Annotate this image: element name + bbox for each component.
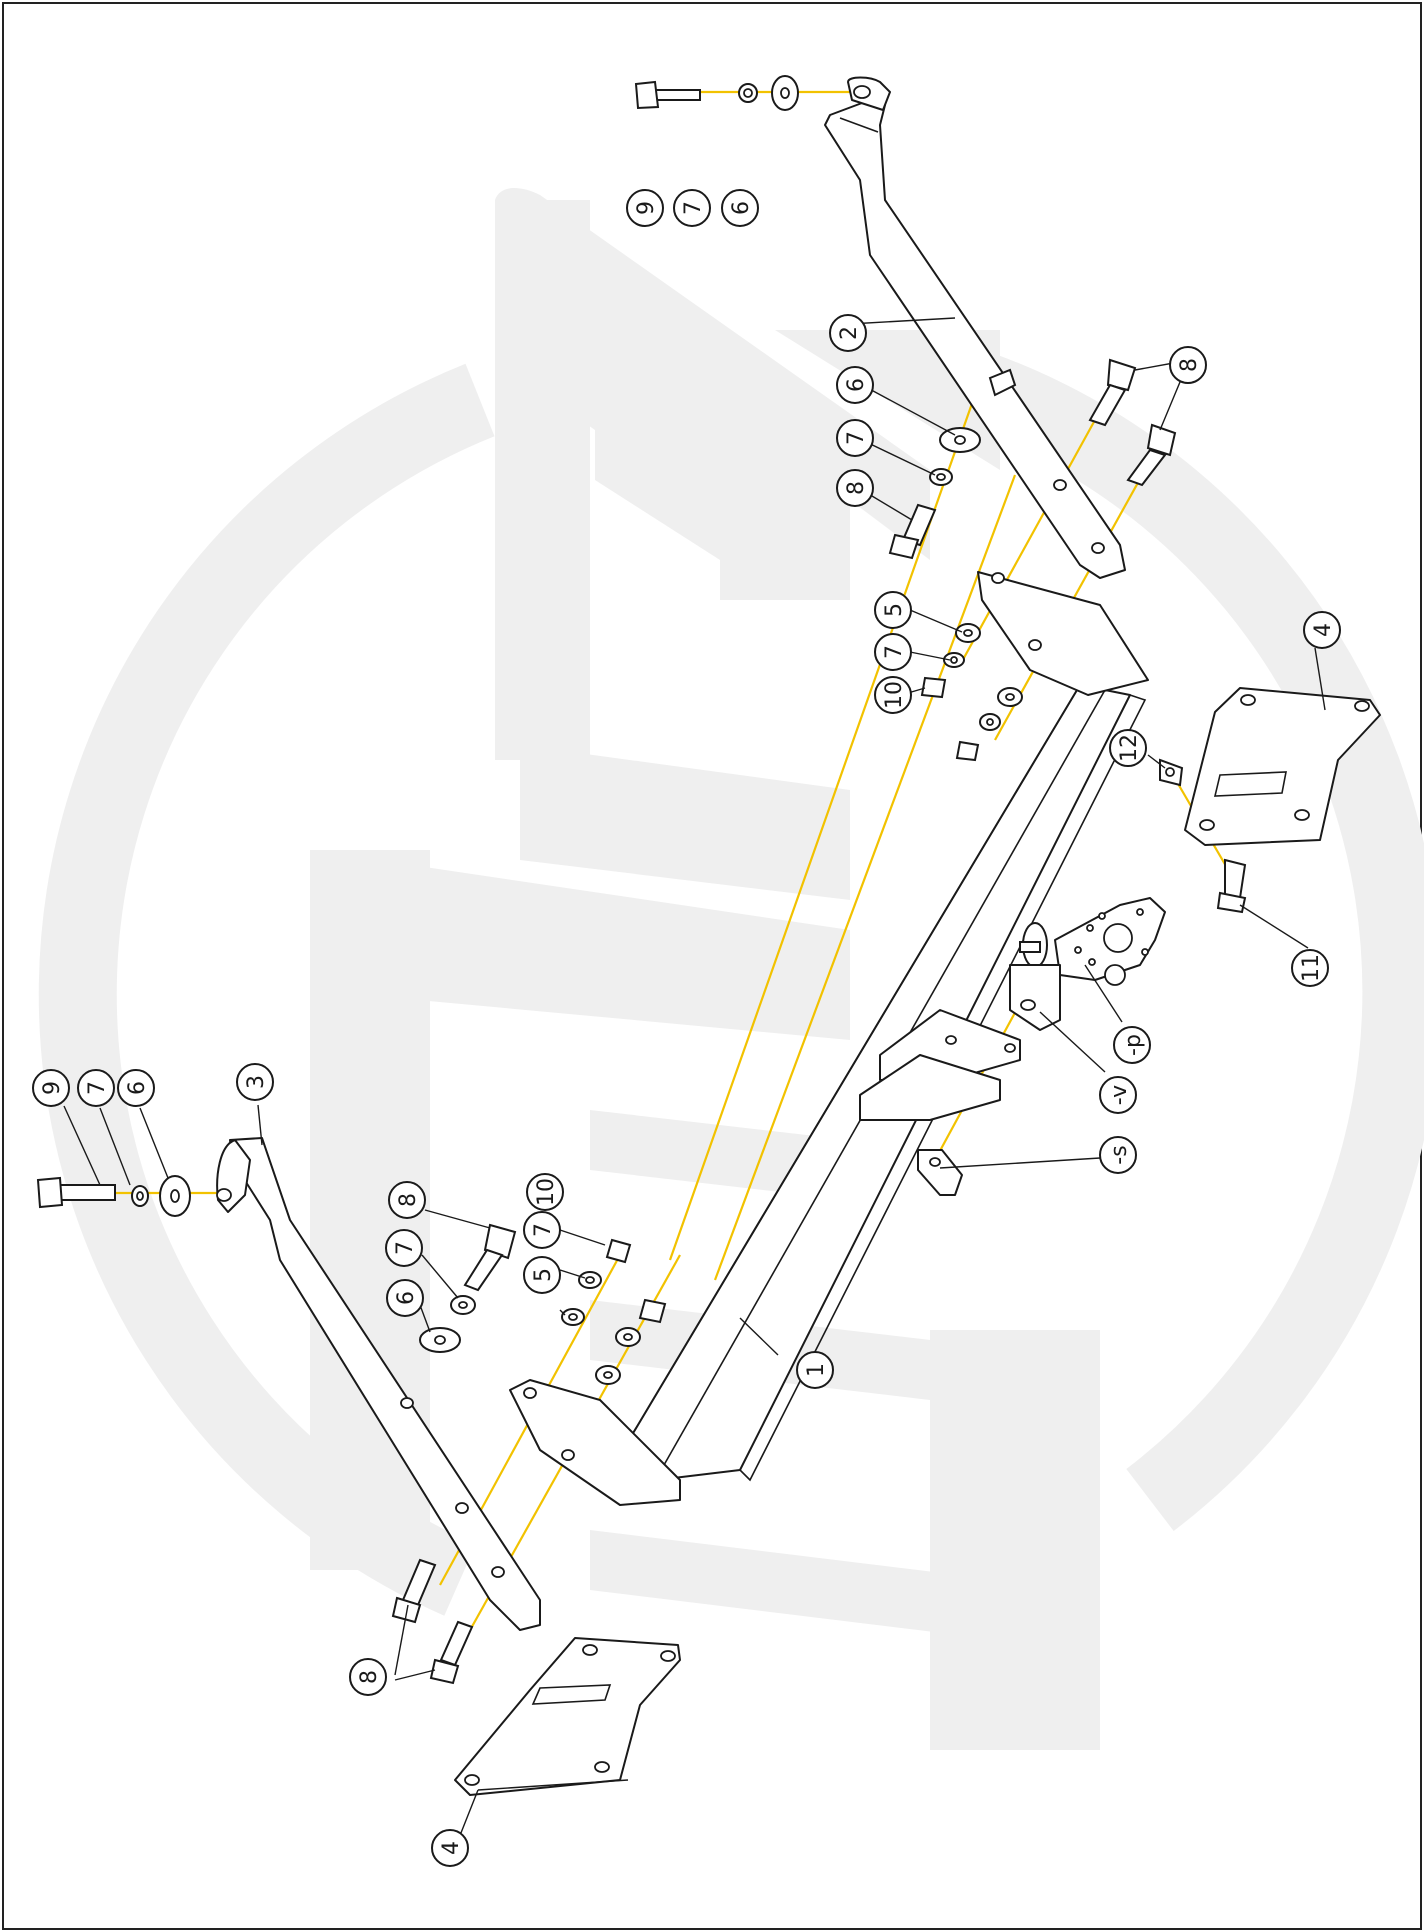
svg-text:11: 11 [1299,954,1324,982]
callout-7-mid: 7 [874,633,912,671]
svg-text:7: 7 [844,431,869,445]
callout-3: 3 [236,1063,274,1101]
part-1-main-crossbar [509,571,1149,1506]
part-4-mounting-plate-upper [1184,687,1381,846]
part-3-side-arm-lower [216,1137,541,1631]
callout-v: -v [1099,1076,1137,1114]
callout-1: 1 [796,1351,834,1389]
svg-text:8: 8 [357,1670,382,1684]
callout-5-upper: 5 [874,591,912,629]
svg-text:-p: -p [1121,1034,1146,1056]
svg-text:4: 4 [439,1841,464,1855]
svg-text:7: 7 [531,1223,556,1237]
callout-2: 2 [829,314,867,352]
svg-text:5: 5 [882,603,907,617]
callout-10-upper: 10 [874,676,912,714]
svg-text:10: 10 [882,681,907,709]
svg-text:4: 4 [1311,623,1336,637]
svg-text:9: 9 [634,201,659,215]
callout-7-lower-right: 7 [523,1211,561,1249]
svg-text:6: 6 [394,1291,419,1305]
svg-text:6: 6 [844,378,869,392]
callout-7-lower: 7 [385,1229,423,1267]
callout-8-lower: 8 [388,1181,426,1219]
svg-text:6: 6 [729,201,754,215]
svg-text:7: 7 [393,1241,418,1255]
svg-text:6: 6 [125,1081,150,1095]
part-v-bracket [1009,964,1061,1031]
leader-lines [63,317,1326,1849]
callout-7-upper: 7 [836,419,874,457]
svg-text:5: 5 [531,1268,556,1282]
callout-p: -p [1113,1026,1151,1064]
callout-6-top: 6 [721,189,759,227]
svg-text:3: 3 [244,1075,269,1089]
svg-text:8: 8 [396,1193,421,1207]
callout-8-bottom: 8 [349,1658,387,1696]
callout-5-lower: 5 [523,1256,561,1294]
callout-8-upper-left: 8 [836,469,874,507]
callout-9-left: 9 [32,1069,70,1107]
svg-text:10: 10 [534,1178,559,1206]
callout-8-upper-right: 8 [1169,346,1207,384]
callout-4-upper: 4 [1303,611,1341,649]
svg-text:12: 12 [1117,734,1142,762]
watermark-logo [38,188,1424,1750]
svg-text:7: 7 [882,645,907,659]
part-2-side-arm-upper [824,76,1126,579]
callout-11: 11 [1291,949,1329,987]
callout-12: 12 [1109,729,1147,767]
svg-text:8: 8 [1177,358,1202,372]
part-s-clip [917,1149,963,1196]
callout-7-left: 7 [77,1069,115,1107]
callout-6-left: 6 [117,1069,155,1107]
svg-text:1: 1 [804,1363,829,1377]
callout-10-lower: 10 [526,1173,564,1211]
hardware-upper-group [634,75,1247,914]
callout-6-lower: 6 [386,1279,424,1317]
hardware-lower-group [36,1175,667,1685]
callout-9-top: 9 [626,189,664,227]
svg-text:-s: -s [1107,1145,1132,1164]
svg-text:9: 9 [40,1081,65,1095]
callout-7-top: 7 [673,189,711,227]
callout-6-upper: 6 [836,366,874,404]
callout-4-lower: 4 [431,1829,469,1867]
svg-text:7: 7 [681,201,706,215]
svg-text:8: 8 [844,481,869,495]
svg-text:7: 7 [85,1081,110,1095]
part-4-mounting-plate-lower [454,1637,681,1796]
callout-s: -s [1099,1136,1137,1174]
part-p-socket-plate [1019,897,1166,986]
svg-text:2: 2 [837,326,862,340]
svg-text:-v: -v [1107,1085,1132,1105]
